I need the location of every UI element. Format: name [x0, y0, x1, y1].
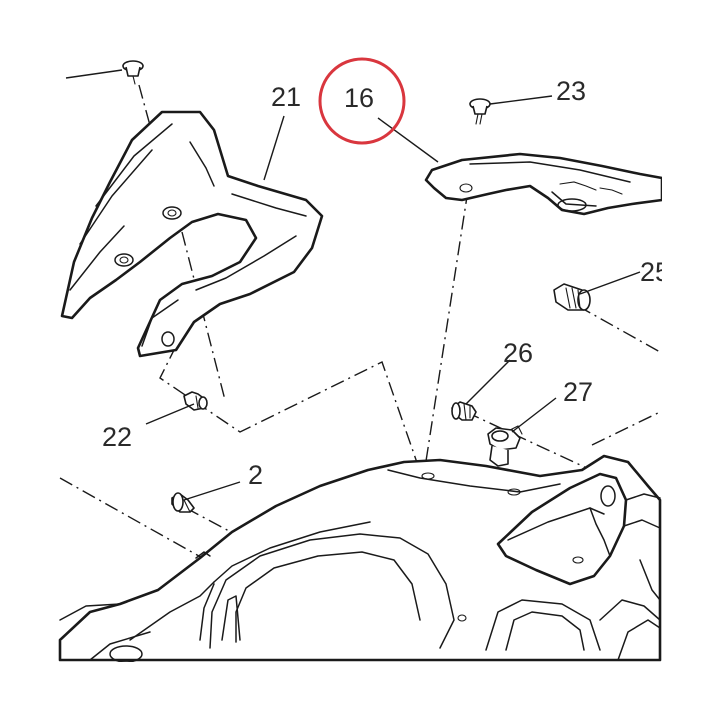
fastener-screw-top-left — [122, 60, 144, 85]
bottom-margin — [0, 662, 720, 720]
part-21-side-cover — [60, 110, 324, 358]
callout-21-label: 21 — [271, 82, 301, 112]
fastener-2-screw — [171, 492, 195, 513]
fastener-26-screw — [451, 401, 477, 421]
callout-22-label: 22 — [102, 422, 132, 452]
left-margin — [0, 0, 58, 720]
callout-27-label: 27 — [563, 377, 593, 407]
right-margin — [662, 0, 720, 720]
fastener-23-screw — [469, 98, 491, 125]
fastener-27-grommet — [487, 425, 523, 467]
fastener-25-spacer — [553, 283, 591, 311]
callout-2-label: 2 — [248, 460, 263, 490]
part-16-upper-bracket — [424, 152, 664, 216]
callout-26-label: 26 — [503, 338, 533, 368]
main-frame — [58, 454, 662, 663]
callouts: 21 16 23 25 26 27 22 2 — [102, 76, 670, 490]
leader-lines — [65, 69, 641, 501]
highlight-circle — [318, 57, 406, 145]
callout-16-label: 16 — [344, 83, 374, 113]
callout-23-label: 23 — [556, 76, 586, 106]
